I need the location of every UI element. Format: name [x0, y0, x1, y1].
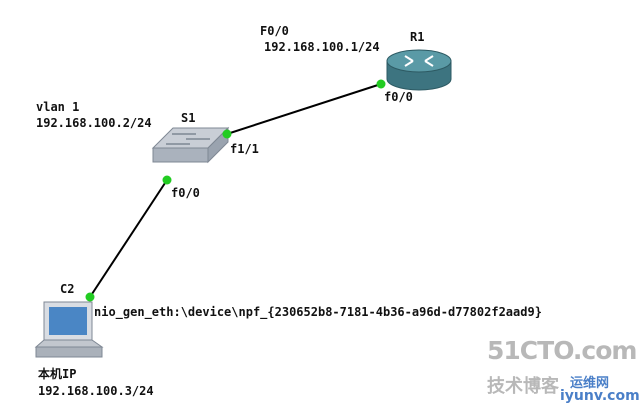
port-dot-switch-f1-1[interactable] [222, 129, 232, 139]
link-switch-host[interactable] [89, 179, 168, 298]
switch-port-f0-0-label: f0/0 [171, 186, 200, 200]
switch-name-label: S1 [181, 111, 196, 125]
router-name-label: R1 [410, 30, 425, 44]
watermark-ops: 运维网 [570, 376, 610, 391]
watermark-site: iyunv.com [560, 388, 640, 404]
switch-icon[interactable] [151, 126, 230, 164]
host-ip-label: 192.168.100.3/24 [38, 384, 154, 398]
laptop-icon[interactable] [34, 301, 104, 358]
router-ip-label: 192.168.100.1/24 [264, 40, 380, 54]
switch-vlan-label: vlan 1 [36, 100, 80, 114]
port-dot-switch-f0-0[interactable] [162, 175, 172, 185]
port-dot-host-nio[interactable] [85, 292, 95, 302]
router-interface-label: F0/0 [260, 24, 289, 38]
switch-port-f1-1-label: f1/1 [230, 142, 259, 156]
router-port-label: f0/0 [384, 90, 413, 104]
switch-ip-label: 192.168.100.2/24 [36, 116, 152, 130]
link-switch-router[interactable] [226, 83, 382, 135]
host-name-label: C2 [60, 282, 75, 296]
port-dot-router-f0-0[interactable] [376, 79, 386, 89]
watermark-brand: 51CTO.com [487, 336, 637, 365]
host-local-label: 本机IP [38, 367, 77, 381]
router-icon[interactable] [386, 49, 452, 91]
watermark-tagline: 技术博客 [487, 376, 559, 397]
host-nio-label: nio_gen_eth:\device\npf_{230652b8-7181-4… [94, 305, 542, 319]
